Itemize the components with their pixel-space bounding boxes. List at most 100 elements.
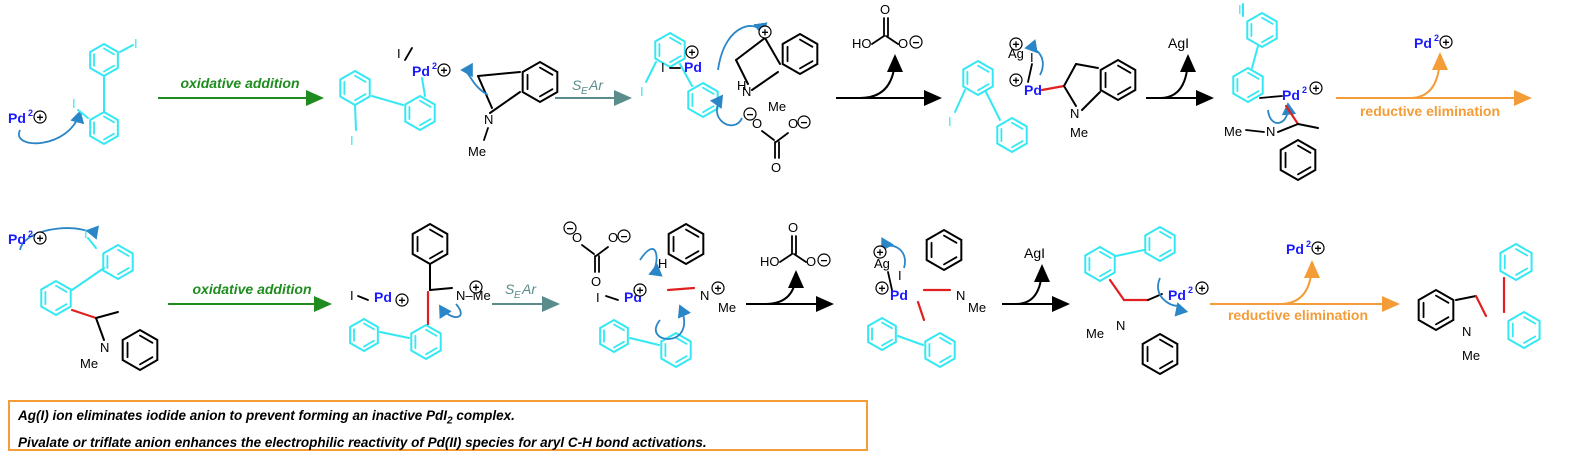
r2b-pd-charge-sign: + <box>398 294 405 308</box>
label-sear-2-tail: Ar <box>521 281 537 297</box>
r2f-red1 <box>1108 278 1126 302</box>
row2-ring-left <box>40 279 72 317</box>
r2f-pd-charge <box>1195 281 1209 295</box>
pd2-start-2-charge-sign: + <box>36 232 43 246</box>
double-bond <box>539 88 554 98</box>
pd2-start-2-superscript: 2 <box>28 229 33 239</box>
arrow-byproduct-hco3-2 <box>764 270 804 305</box>
double-bond <box>669 36 682 45</box>
wh1-n-ring <box>751 71 779 91</box>
double-bond <box>419 99 432 108</box>
arrow-r2f <box>1157 277 1189 317</box>
carbonate-1-charge2 <box>797 115 811 129</box>
arpd-ring-right <box>404 94 436 132</box>
notes-box: Ag(I) ion eliminates iodide anion to pre… <box>8 400 868 451</box>
label-agi-1: AgI <box>1168 35 1189 51</box>
double-bond <box>1159 360 1174 370</box>
arrow-wh2-h <box>639 248 663 277</box>
int4-pd: Pd <box>1024 82 1042 98</box>
pc-ag-charge-sign: + <box>876 246 883 260</box>
wh1-pd: Pd <box>684 59 702 75</box>
row2-biaryl <box>71 267 105 291</box>
int5-ring-mid <box>1232 66 1264 104</box>
note-line1-b: complex. <box>452 408 515 423</box>
double-bond <box>363 322 375 331</box>
indole1-c3 <box>477 71 521 77</box>
pc-pd: Pd <box>890 287 908 303</box>
pd2-released-1-charge-sign: + <box>1442 36 1449 50</box>
label-sear-1: S <box>572 77 582 93</box>
wh1-n: N <box>742 84 751 99</box>
int5-pd-c2 <box>1284 104 1300 126</box>
int5-nme <box>1245 129 1265 133</box>
arpd-iodine: I <box>350 133 354 148</box>
arpd-pd-sup: 2 <box>432 61 437 71</box>
arrow-byproduct-agi-2 <box>1015 264 1050 305</box>
r2b-ring-right <box>410 323 442 361</box>
label-reductive-elimination-1: reductive elimination <box>1360 103 1500 119</box>
pd2-start-superscript: 2 <box>28 108 33 118</box>
double-bond <box>613 323 625 332</box>
arrow-indole-attack <box>460 62 489 96</box>
int5-ring-top <box>1246 11 1278 49</box>
int4-ag-charge <box>1009 37 1023 51</box>
double-bond <box>1261 35 1274 44</box>
pc-pd-charge <box>875 281 889 295</box>
arpd-pd-i <box>404 47 413 61</box>
label-sear-1-tail: Ar <box>588 77 604 93</box>
carbonate-1-o3: O <box>771 160 781 175</box>
carbonate-2-bond2 <box>595 246 609 257</box>
double-bond <box>117 267 130 276</box>
arrow-wh2-ring <box>655 304 692 340</box>
double-bond <box>702 86 715 95</box>
prod-c <box>1455 295 1477 301</box>
r2f-indole-benzo <box>1141 332 1179 376</box>
double-bond <box>1099 269 1112 278</box>
pc-i-label: I <box>898 268 902 283</box>
wh2-n: N <box>700 288 709 303</box>
wh1-iodine: I <box>640 84 644 99</box>
row2-iodine: I <box>84 226 88 241</box>
int5-pd-charge-sign: + <box>1312 82 1319 96</box>
double-bond <box>799 38 814 48</box>
arrow-wh1-h <box>709 94 743 127</box>
wh2-c2c3 <box>666 286 696 292</box>
r2b-pd: Pd <box>374 289 392 305</box>
r2b-ncharge-sign: + <box>472 281 479 295</box>
r2f-biaryl <box>1115 249 1145 257</box>
wh2-i-pd <box>605 295 619 301</box>
pd2-start-2: Pd <box>8 231 26 247</box>
pd2-start-charge-sign: + <box>36 111 43 125</box>
arrow-int5-re <box>1267 102 1297 124</box>
int5-n: N <box>1266 124 1275 139</box>
indole1-cn <box>489 91 521 114</box>
wh1-ci <box>645 61 657 83</box>
double-bond <box>1523 316 1537 325</box>
double-bond <box>685 250 700 260</box>
label-reductive-elimination-2: reductive elimination <box>1228 307 1368 323</box>
double-bond <box>1435 294 1450 304</box>
r2b-i-pd <box>357 295 369 301</box>
wh2-pd-charge <box>633 283 647 297</box>
r2b-ring-left <box>349 317 379 353</box>
double-bond <box>1297 166 1312 176</box>
pd2-released-1: Pd <box>1414 35 1432 51</box>
int4-ring-top <box>962 59 994 97</box>
bicarbonate-2-charge-sign: − <box>820 254 827 268</box>
arpd-pd-charge-sign: + <box>440 64 447 78</box>
wh2-indole-benzo <box>667 222 705 266</box>
double-bond <box>1159 249 1172 258</box>
double-bond <box>1435 316 1450 326</box>
double-bond <box>55 284 68 293</box>
int4-indole-benzo <box>1099 58 1137 102</box>
arpd-pd: Pd <box>412 63 430 79</box>
wh1-biaryl <box>679 63 693 87</box>
bicarbonate-2-charge <box>817 253 831 267</box>
pc-ag: Ag <box>874 256 890 271</box>
wh1-ring-bottom <box>687 81 719 119</box>
pd2-released-1-superscript: 2 <box>1434 33 1439 43</box>
indole1-c2 <box>477 75 493 109</box>
label-sear-2: S <box>505 281 515 297</box>
note-ag-iodide: Ag(I) ion eliminates iodide anion to pre… <box>18 405 858 432</box>
